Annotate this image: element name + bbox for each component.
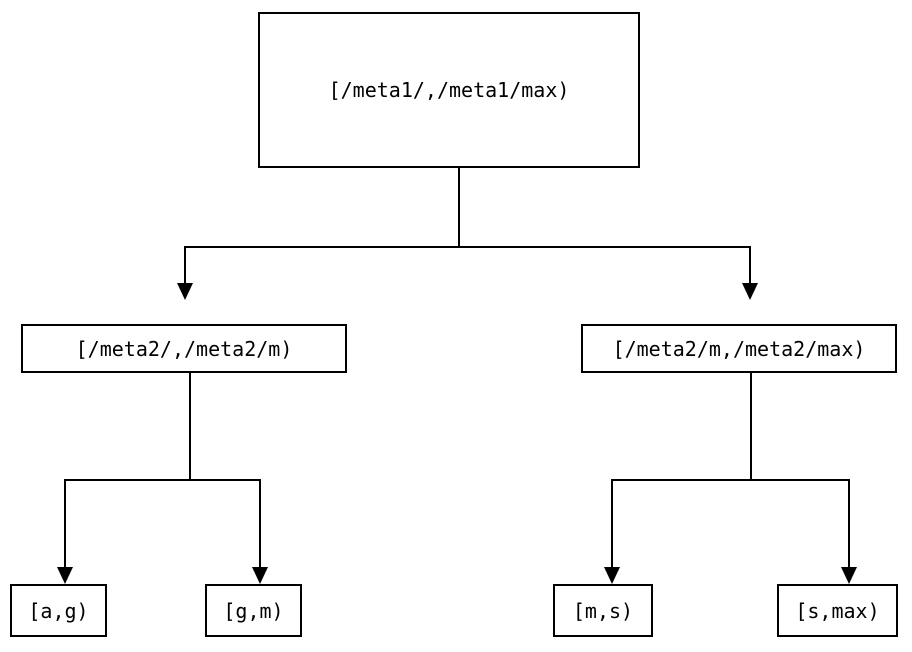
edge-mid-right-to-leaf-smax-drop <box>848 479 850 567</box>
tree-node-leaf-s-max[interactable]: [s,max) <box>777 584 898 637</box>
tree-node-mid-right[interactable]: [/meta2/m,/meta2/max) <box>581 324 897 373</box>
edge-mid-left-crossbar <box>64 479 260 481</box>
edge-mid-right-stem <box>750 373 752 481</box>
tree-node-leaf-g-m[interactable]: [g,m) <box>205 584 302 637</box>
arrow-down-icon-leaf-smax <box>841 567 857 584</box>
edge-mid-left-stem <box>189 373 191 481</box>
edge-mid-left-to-leaf-ag-drop <box>64 479 66 567</box>
edge-mid-right-crossbar <box>611 479 850 481</box>
arrow-down-icon-mid-left <box>177 283 193 300</box>
arrow-down-icon-leaf-gm <box>252 567 268 584</box>
tree-node-mid-left[interactable]: [/meta2/,/meta2/m) <box>21 324 347 373</box>
arrow-down-icon-leaf-ag <box>57 567 73 584</box>
edge-root-to-mid-right-drop <box>749 246 751 283</box>
tree-node-leaf-a-g[interactable]: [a,g) <box>10 584 107 637</box>
edge-mid-left-to-leaf-gm-drop <box>259 479 261 567</box>
tree-node-leaf-m-s[interactable]: [m,s) <box>553 584 653 637</box>
edge-root-crossbar <box>184 246 751 248</box>
edge-mid-right-to-leaf-ms-drop <box>611 479 613 567</box>
edge-root-to-mid-left-drop <box>184 246 186 283</box>
edge-root-stem <box>458 168 460 248</box>
arrow-down-icon-leaf-ms <box>604 567 620 584</box>
arrow-down-icon-mid-right <box>742 283 758 300</box>
tree-node-root[interactable]: [/meta1/,/meta1/max) <box>258 12 640 168</box>
